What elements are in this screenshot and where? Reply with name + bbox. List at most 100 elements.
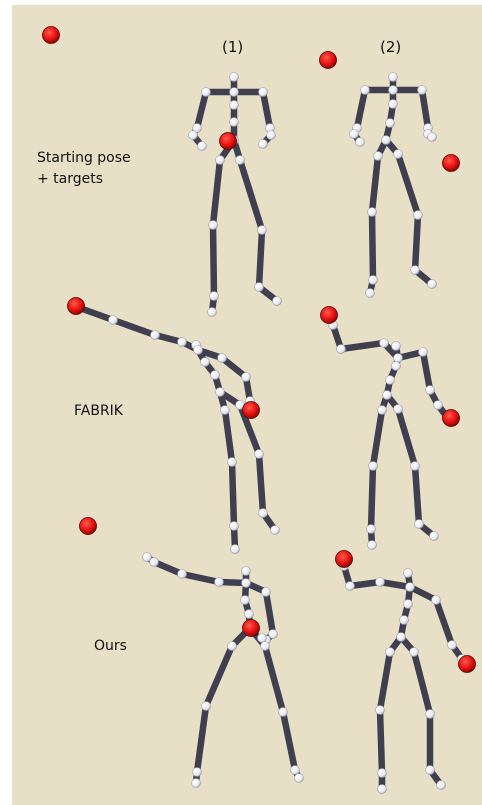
pose-r1c1-bone xyxy=(259,88,274,132)
pose-r1c1-joint-lknee xyxy=(208,220,218,230)
pose-r3c1-joint-lhand2 xyxy=(142,552,152,562)
pose-r1c2-bone xyxy=(368,152,382,216)
pose-r1c1-joint-lank xyxy=(209,291,219,301)
pose-r2c2-joint-lknee xyxy=(368,461,378,471)
pose-r3c1-joint-lank xyxy=(192,767,202,777)
pose-r2c1-joint-lhip xyxy=(220,405,230,415)
pose-r3c1-joint-head xyxy=(241,566,251,576)
pose-r1c2-target-1 xyxy=(319,51,337,69)
pose-r2c1-joint-rel xyxy=(241,372,251,382)
pose-r3c2-joint-lank xyxy=(377,768,387,778)
pose-r2c1-joint-lank xyxy=(229,521,239,531)
pose-r2c1-bone xyxy=(221,406,236,466)
pose-r3c2-joint-rknee xyxy=(425,709,435,719)
pose-r3c2-target-1 xyxy=(335,550,353,568)
pose-r3c2-joint-pelvis xyxy=(396,632,406,642)
pose-r1c2-joint-head xyxy=(388,72,398,82)
pose-r2c1-joint-lhand xyxy=(108,315,118,325)
pose-r2c2-joint-neck xyxy=(393,353,403,363)
pose-r1c2-bone xyxy=(368,208,377,284)
pose-r1c1-joint-rhand2 xyxy=(258,139,268,149)
target-layer xyxy=(42,26,476,673)
pose-r3c1-bone xyxy=(261,642,287,716)
pose-r1c2-joint-rhand2 xyxy=(427,132,437,142)
pose-r3c2-joint-chest xyxy=(403,599,413,609)
pose-r2c1-bone xyxy=(109,316,159,339)
pose-r1c1-bone xyxy=(209,221,218,300)
pose-r2c1-joint-chest xyxy=(200,357,210,367)
pose-r3c1-bone xyxy=(178,570,223,586)
pose-r2c2-joint-lank xyxy=(366,524,376,534)
pose-r1c2-joint-lknee xyxy=(367,207,377,217)
pose-r3c1-joint-lsh xyxy=(214,577,224,587)
pose-r3c1-bone xyxy=(193,702,210,776)
pose-r3c2-target-2 xyxy=(458,655,476,673)
pose-r3c2-joint-neck xyxy=(405,582,415,592)
pose-r3c1-joint-rhand2 xyxy=(257,633,267,643)
pose-r2c1-target-1 xyxy=(242,401,260,419)
pose-r1c1-bone xyxy=(209,156,224,229)
pose-r3c2-bone xyxy=(376,648,394,714)
pose-r3c2-joint-ltoe xyxy=(377,784,387,794)
pose-r1c2-target-2 xyxy=(442,154,460,172)
pose-r3c2-bone xyxy=(376,706,386,777)
pose-r2c1-joint-neck xyxy=(193,345,203,355)
pose-r2c2-bone xyxy=(394,405,419,470)
pose-r3c2-joint-rsh xyxy=(431,595,441,605)
pose-r3c1-bone xyxy=(262,588,277,638)
pose-r1c2-joint-lhip xyxy=(373,151,383,161)
pose-r3c1-joint-lhand xyxy=(149,557,159,567)
pose-r3c2-joint-spine xyxy=(399,615,409,625)
pose-r3c1-joint-rknee xyxy=(278,707,288,717)
pose-r2c1-target-2 xyxy=(67,297,85,315)
pose-r2c2-joint-spine xyxy=(385,375,395,385)
pose-r1c1-joint-lhip xyxy=(215,155,225,165)
pose-r1c1-target-2 xyxy=(42,26,60,44)
pose-r1c1-joint-rank xyxy=(254,282,264,292)
pose-r3c1-target-2 xyxy=(79,517,97,535)
pose-r2c1-joint-spine xyxy=(210,370,220,380)
pose-r3c2-joint-rel xyxy=(447,640,457,650)
column-label-1: (1) xyxy=(222,38,244,56)
pose-r3c1-joint-lel xyxy=(177,569,187,579)
pose-r2c1-joint-lknee xyxy=(227,457,237,467)
pose-r1c1-joint-lsh xyxy=(201,87,211,97)
pose-r2c1-bone xyxy=(218,354,250,381)
pose-r1c1-bone xyxy=(255,226,266,291)
pose-r1c2-joint-lhand2 xyxy=(355,137,365,147)
pose-r2c2-bone xyxy=(367,462,377,533)
pose-r2c2-bone xyxy=(337,339,388,353)
pose-r2c2-target-1 xyxy=(320,306,338,324)
pose-r3c1-joint-ltoe xyxy=(191,778,201,788)
pose-r1c2-joint-rtoe xyxy=(427,279,437,289)
pose-r2c2-bone xyxy=(411,462,423,528)
pose-r3c2-bone xyxy=(410,648,434,718)
pose-r1c2-joint-lank xyxy=(368,275,378,285)
pose-r1c1-joint-chest xyxy=(229,100,239,110)
pose-r2c2-bone xyxy=(419,348,434,394)
pose-r3c1-joint-chest xyxy=(240,595,250,605)
pose-r2c2-bone xyxy=(369,406,386,470)
pose-r1c2-joint-spine xyxy=(385,118,395,128)
pose-r2c1-joint-rsh xyxy=(217,353,227,363)
pose-r3c2-joint-rtoe xyxy=(436,780,446,790)
pose-r3c2-joint-rhip xyxy=(409,647,419,657)
figure-canvas: (1) (2) Starting pose + targets FABRIK O… xyxy=(12,5,482,805)
pose-r3c2-bone xyxy=(346,578,384,590)
pose-r3c1-joint-rhip xyxy=(260,641,270,651)
pose-r2c1-joint-rknee xyxy=(254,449,264,459)
column-label-2: (2) xyxy=(380,38,402,56)
pose-r2c2-joint-rel xyxy=(425,385,435,395)
pose-r1c2-joint-ltoe xyxy=(365,288,375,298)
pose-r3c1-joint-rank xyxy=(290,765,300,775)
pose-r3c2-joint-head xyxy=(403,568,413,578)
pose-r2c2-joint-rhand xyxy=(433,400,443,410)
pose-r1c1-joint-lhand xyxy=(188,130,198,140)
pose-r3c1-bone xyxy=(150,558,186,578)
pose-r2c2-joint-rsh xyxy=(418,347,428,357)
skeleton-figure xyxy=(12,5,482,805)
pose-r3c1-joint-rtoe xyxy=(294,773,304,783)
pose-r1c2-joint-rknee xyxy=(413,210,423,220)
pose-r3c2-joint-lel xyxy=(345,581,355,591)
pose-r1c2-joint-neck xyxy=(388,85,398,95)
